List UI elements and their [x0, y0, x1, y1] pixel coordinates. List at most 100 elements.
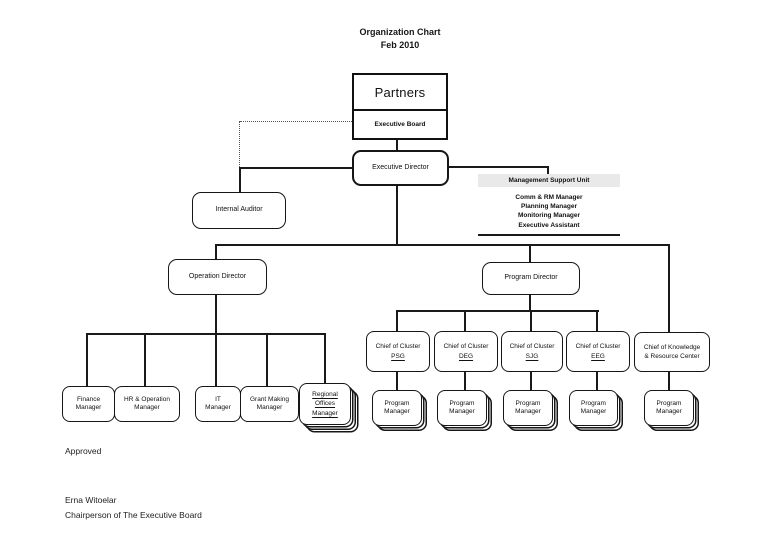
chief-eeg-code: EEG — [591, 352, 605, 360]
connector-msu-drop — [547, 166, 549, 175]
connector-partners-to-ed — [396, 136, 398, 151]
org-node-program-manager-deg: Program Manager — [437, 390, 487, 426]
chief-psg-code: PSG — [391, 352, 405, 360]
chief-psg-line1: Chief of Cluster — [375, 342, 421, 350]
connector-sjg-drop — [530, 310, 532, 331]
msu-title: Management Support Unit — [508, 177, 590, 184]
regional-manager-line1: Regional — [312, 390, 338, 398]
connector-psg-to-pm — [396, 369, 398, 391]
msu-member-list: Comm & RM Manager Planning Manager Monit… — [478, 193, 620, 230]
msu-member: Planning Manager — [521, 203, 577, 211]
connector-internal-auditor-vertical — [239, 167, 241, 193]
program-manager-line2: Manager — [580, 408, 607, 415]
connector-program-horizontal — [396, 310, 599, 312]
regional-manager-line2: Offices — [314, 400, 336, 408]
operation-director-label: Operation Director — [188, 272, 247, 280]
org-node-chief-cluster-psg: Chief of Cluster PSG — [366, 331, 430, 372]
msu-member: Executive Assistant — [518, 221, 580, 229]
connector-operation-horizontal — [86, 333, 326, 335]
connector-operation-director-up — [215, 244, 217, 260]
org-node-chief-cluster-sjg: Chief of Cluster SJG — [501, 331, 563, 372]
hr-manager-line2: Manager — [134, 404, 160, 411]
chief-knowledge-line2: & Resource Center — [644, 353, 700, 360]
program-manager-line2: Manager — [384, 408, 410, 415]
connector-dotted-vertical — [239, 121, 240, 169]
connector-regional-drop — [324, 333, 326, 383]
msu-underline — [478, 234, 620, 236]
chief-knowledge-line1: Chief of Knowledge — [643, 343, 701, 351]
chief-deg-line1: Chief of Cluster — [443, 342, 489, 350]
connector-knowledge-drop — [668, 244, 670, 333]
connector-eeg-drop — [596, 310, 598, 331]
connector-operation-director-down — [215, 293, 217, 334]
msu-member: Comm & RM Manager — [515, 194, 583, 201]
program-manager-line1: Program — [384, 399, 410, 407]
grant-manager-line2: Manager — [256, 404, 283, 411]
page-title: Organization Chart Feb 2010 — [300, 26, 500, 52]
program-director-label: Program Director — [504, 274, 558, 282]
org-node-regional-offices-manager: Regional Offices Manager — [299, 383, 351, 425]
chief-sjg-code: SJG — [525, 352, 539, 360]
connector-dotted-horizontal — [240, 121, 352, 122]
org-node-program-manager-eeg: Program Manager — [569, 390, 618, 426]
it-manager-line1: IT — [215, 395, 221, 403]
org-node-program-manager-sjg: Program Manager — [503, 390, 553, 426]
org-node-partners: Partners Executive Board — [352, 73, 448, 140]
org-node-grant-making-manager: Grant Making Manager — [240, 386, 299, 422]
hr-manager-line1: HR & Operation — [124, 395, 170, 403]
org-node-program-director: Program Director — [482, 262, 580, 295]
connector-top-horizontal — [215, 244, 670, 246]
program-manager-line1: Program — [656, 399, 682, 407]
connector-eeg-to-pm — [596, 369, 598, 391]
connector-sjg-to-pm — [530, 369, 532, 391]
it-manager-line2: Manager — [205, 404, 231, 411]
org-node-program-manager-psg: Program Manager — [372, 390, 422, 426]
program-manager-line1: Program — [581, 399, 606, 407]
org-node-finance-manager: Finance Manager — [62, 386, 115, 422]
finance-manager-line1: Finance — [76, 395, 101, 403]
finance-manager-line2: Manager — [75, 404, 102, 411]
connector-hr-drop — [144, 333, 146, 386]
program-manager-line1: Program — [515, 399, 541, 407]
internal-auditor-label: Internal Auditor — [215, 206, 263, 214]
program-manager-line2: Manager — [515, 408, 541, 415]
org-node-chief-cluster-deg: Chief of Cluster DEG — [434, 331, 498, 372]
chief-sjg-line1: Chief of Cluster — [509, 342, 555, 350]
org-node-internal-auditor: Internal Auditor — [192, 192, 286, 229]
connector-psg-drop — [396, 310, 398, 331]
program-manager-line2: Manager — [656, 408, 682, 415]
org-node-hr-operation-manager: HR & Operation Manager — [114, 386, 180, 422]
approved-label: Approved — [65, 446, 102, 456]
connector-program-director-down — [529, 293, 531, 312]
connector-it-drop — [215, 333, 217, 386]
connector-finance-drop — [86, 333, 88, 386]
title-line2: Feb 2010 — [380, 40, 420, 50]
connector-grant-drop — [266, 333, 268, 386]
regional-manager-line3: Manager — [312, 409, 338, 417]
org-node-executive-director: Executive Director — [352, 150, 449, 186]
connector-deg-drop — [464, 310, 466, 331]
org-node-chief-knowledge-resource-center: Chief of Knowledge & Resource Center — [634, 332, 710, 372]
executive-director-label: Executive Director — [372, 163, 429, 171]
program-manager-line1: Program — [449, 399, 475, 407]
signatory-name: Erna Witoelar — [65, 495, 117, 505]
chief-deg-code: DEG — [458, 352, 474, 360]
signatory-title: Chairperson of The Executive Board — [65, 509, 202, 520]
connector-internal-auditor-horizontal — [240, 167, 352, 169]
org-node-operation-director: Operation Director — [168, 259, 267, 295]
title-line1: Organization Chart — [359, 27, 441, 37]
grant-manager-line1: Grant Making — [249, 395, 290, 403]
org-node-chief-cluster-eeg: Chief of Cluster EEG — [566, 331, 630, 372]
msu-header: Management Support Unit — [478, 174, 620, 187]
connector-knowledge-to-pm — [668, 370, 670, 391]
chief-eeg-line1: Chief of Cluster — [575, 342, 621, 350]
org-node-program-manager-krc: Program Manager — [644, 390, 694, 426]
executive-board-label: Executive Board — [374, 121, 426, 128]
partners-title: Partners — [354, 75, 446, 111]
signature-block: Erna Witoelar Chairperson of The Executi… — [65, 493, 202, 522]
connector-ed-main-drop — [396, 182, 398, 245]
org-node-it-manager: IT Manager — [195, 386, 241, 422]
program-manager-line2: Manager — [449, 408, 475, 415]
msu-member: Monitoring Manager — [517, 212, 581, 220]
